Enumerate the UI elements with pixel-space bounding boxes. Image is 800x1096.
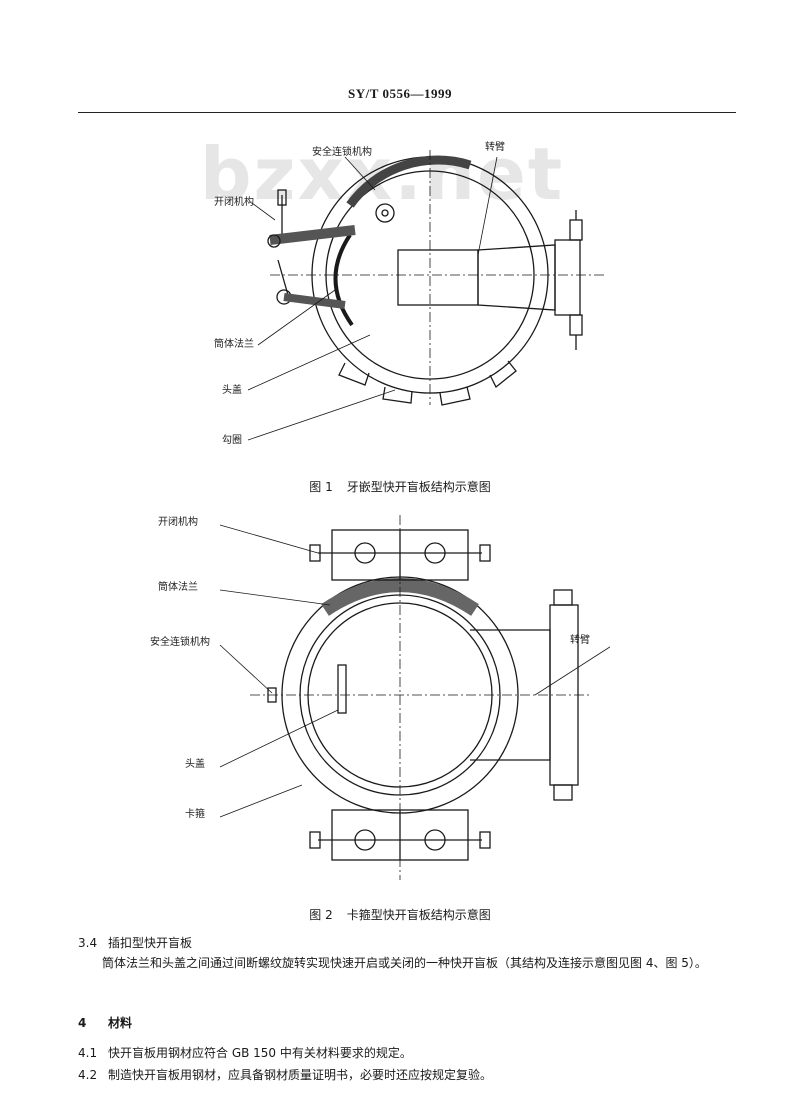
fig1-label-safety-interlock: 安全连锁机构 — [312, 145, 372, 158]
fig2-label-safety-interlock: 安全连锁机构 — [150, 635, 210, 648]
figure-2-diagram: 开闭机构 筒体法兰 安全连锁机构 转臂 头盖 卡箍 — [150, 505, 610, 890]
figure-2-caption-title: 卡箍型快开盲板结构示意图 — [346, 908, 491, 922]
section-4-2: 4.2 制造快开盲板用钢材，应具备钢材质量证明书，必要时还应按规定复验。 — [78, 1066, 492, 1083]
section-3-4-paragraph: 筒体法兰和头盖之间通过间断螺纹旋转实现快速开启或关闭的一种快开盲板（其结构及连接… — [102, 956, 707, 970]
fig1-label-opening-mechanism: 开闭机构 — [214, 195, 254, 208]
section-4-number: 4 — [78, 1016, 87, 1030]
section-4-2-number: 4.2 — [78, 1068, 98, 1082]
fig2-label-head-cover: 头盖 — [185, 757, 205, 770]
figure-1-caption-title: 牙嵌型快开盲板结构示意图 — [346, 480, 491, 494]
section-4-1-number: 4.1 — [78, 1046, 98, 1060]
fig2-label-clamp: 卡箍 — [185, 807, 205, 820]
fig1-label-head-cover: 头盖 — [222, 383, 242, 396]
section-3-4-title: 插扣型快开盲板 — [108, 936, 193, 950]
section-4-1-text: 快开盲板用钢材应符合 GB 150 中有关材料要求的规定。 — [108, 1046, 412, 1060]
section-4-title: 材料 — [108, 1016, 133, 1030]
figure-1-caption-number: 图 1 — [309, 480, 333, 494]
figure-1-diagram: 安全连锁机构 转臂 开闭机构 筒体法兰 头盖 勾圈 — [200, 135, 620, 460]
header-standard-code: SY/T 0556—1999 — [348, 86, 452, 101]
fig1-label-hook-ring: 勾圈 — [222, 433, 242, 446]
fig2-label-opening-mechanism: 开闭机构 — [158, 515, 198, 528]
fig1-label-shell-flange: 筒体法兰 — [214, 337, 254, 350]
fig2-label-shell-flange: 筒体法兰 — [158, 580, 198, 593]
fig1-label-rotating-arm: 转臂 — [485, 140, 505, 153]
figure-2-caption: 图 2 卡箍型快开盲板结构示意图 — [0, 906, 800, 923]
section-4-heading: 4 材料 — [78, 1014, 132, 1031]
section-4-1: 4.1 快开盲板用钢材应符合 GB 150 中有关材料要求的规定。 — [78, 1044, 412, 1061]
header-rule — [78, 112, 736, 113]
section-3-4-number: 3.4 — [78, 936, 98, 950]
figure-2-caption-number: 图 2 — [309, 908, 333, 922]
section-3-4-heading: 3.4 插扣型快开盲板 — [78, 934, 192, 951]
section-4-2-text: 制造快开盲板用钢材，应具备钢材质量证明书，必要时还应按规定复验。 — [108, 1068, 493, 1082]
fig2-label-rotating-arm: 转臂 — [570, 633, 590, 646]
figure-1-caption: 图 1 牙嵌型快开盲板结构示意图 — [0, 478, 800, 495]
